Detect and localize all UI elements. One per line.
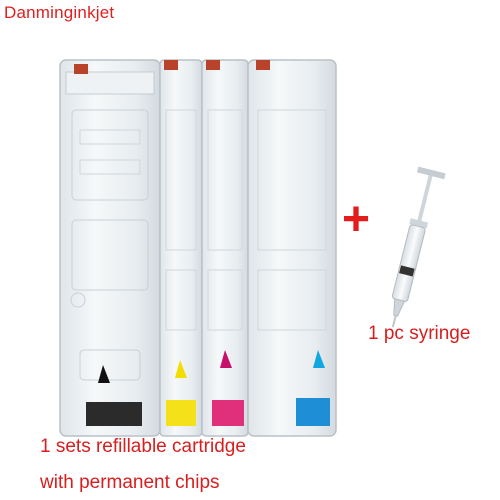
caption-line-2: with permanent chips bbox=[40, 472, 220, 493]
caption-line-1: 1 sets refillable cartridge bbox=[40, 436, 246, 457]
brand-watermark: Danminginkjet bbox=[4, 3, 115, 22]
syringe-label: 1 pc syringe bbox=[368, 323, 471, 344]
cartridge-black bbox=[59, 59, 161, 437]
plus-sign: + bbox=[342, 193, 371, 246]
chip-yellow bbox=[164, 60, 178, 70]
chip-cyan bbox=[256, 60, 270, 70]
cartridge-magenta bbox=[201, 59, 249, 437]
syringe bbox=[391, 166, 446, 328]
cartridge-yellow bbox=[159, 59, 203, 437]
cartridge-cyan bbox=[247, 59, 337, 437]
chip-black bbox=[74, 64, 88, 74]
chip-magenta bbox=[206, 60, 220, 70]
